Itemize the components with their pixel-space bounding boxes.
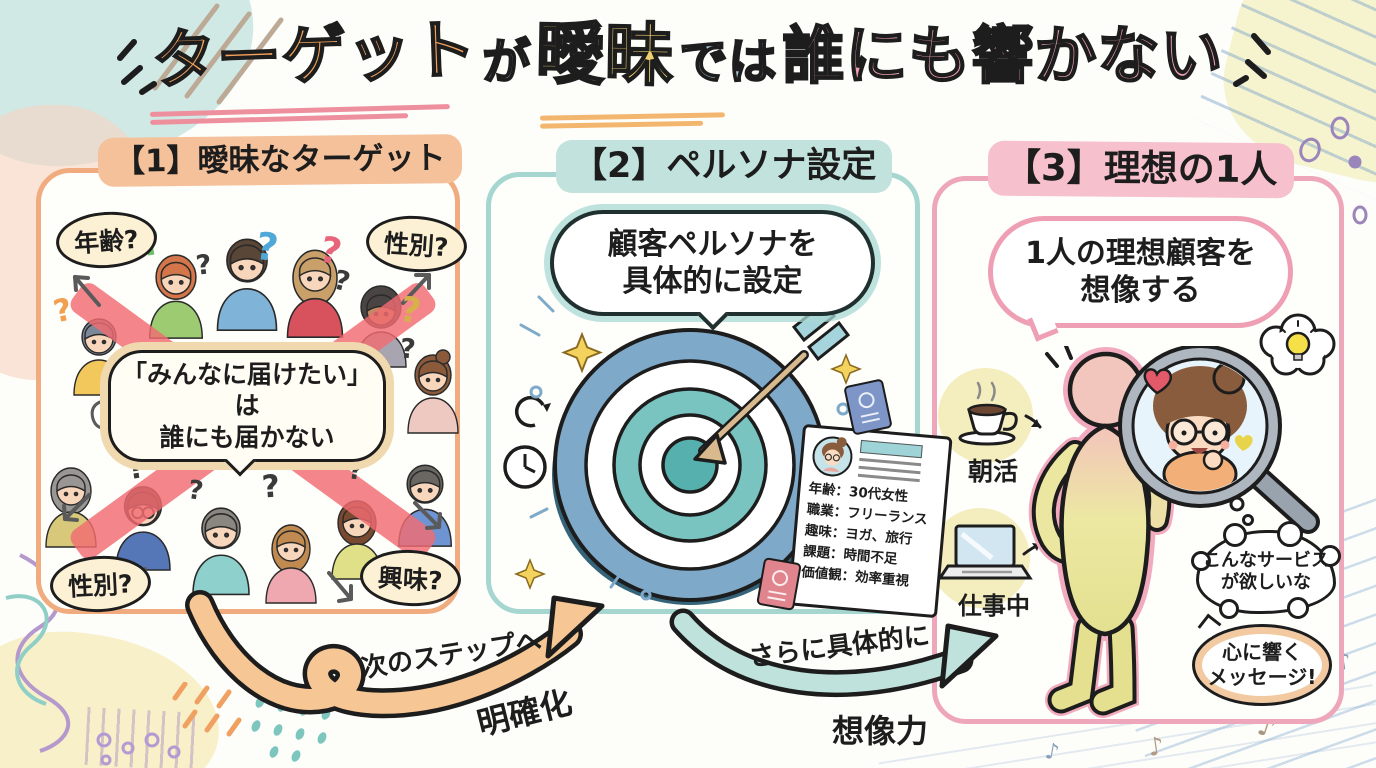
question-mark: ?: [398, 333, 417, 366]
message-text-line: 心に響く: [1222, 640, 1302, 664]
panel2-header: 【2】ペルソナ設定: [556, 140, 893, 193]
flow-arrow-1: [185, 590, 605, 719]
title-speedlines-left: [117, 39, 157, 95]
panel3-header: 【3】理想の1人: [987, 140, 1294, 199]
lightbulb-cloud-icon: [1259, 313, 1336, 376]
title-segment: ターゲット: [150, 12, 480, 99]
heart-icon: [1143, 368, 1173, 395]
bubble-text-line: 顧客ペルソナを: [607, 226, 818, 262]
title-underline-orange: [539, 112, 725, 129]
bubble-text-line: 具体的に設定: [622, 264, 803, 299]
speech-bubble-panel3: 1人の理想顧客を 想像する: [988, 216, 1293, 342]
question-mark: ?: [260, 468, 282, 506]
persona-woman-face: [1153, 361, 1253, 491]
title-segment: 曖昧: [535, 14, 677, 98]
message-text-line: メッセージ!: [1207, 665, 1317, 689]
coffee-label: 朝活: [968, 457, 1019, 486]
clock-icon: [503, 395, 551, 489]
bubble-text-line: 1人の理想顧客を: [1025, 235, 1256, 271]
title-segment: が: [481, 34, 532, 90]
bubble-text-line: 「みんなに届けたい」は: [121, 360, 372, 421]
flow2-label-bottom: 想像力: [832, 712, 929, 750]
persona-avatar: [812, 436, 853, 477]
page-title: ターゲット が 曖昧 では 誰にも響かない: [0, 12, 1376, 99]
dart-arrow: [693, 300, 851, 465]
orange-dashes: [172, 682, 242, 737]
persona-card: 年齢：30代女性 職業：フリーランス 趣味：ヨガ、旅行 課題：時間不足 価値観：…: [787, 423, 953, 619]
panel1-header: 【1】曖昧なターゲット: [97, 134, 462, 187]
coffee-cup-icon: [958, 381, 1042, 446]
laptop-label: 仕事中: [958, 592, 1030, 620]
bubble-text-line: 想像する: [1080, 273, 1201, 308]
thought-text-line: が欲しいな: [1221, 572, 1311, 593]
title-speedlines-right: [1233, 33, 1271, 87]
title-segment: では: [678, 34, 778, 90]
question-mark: ?: [194, 249, 214, 282]
teal-squiggle: [5, 594, 49, 706]
speech-bubble-panel1: 「みんなに届けたい」は 誰にも届かない: [108, 350, 386, 477]
thought-bubble-service: こんなサービス が欲しいな: [1191, 521, 1341, 619]
laptop-icon: [937, 524, 1041, 580]
purple-rings: [96, 732, 181, 766]
silhouette-magnifier-illustration: [1028, 346, 1320, 718]
speech-bubble-panel2: 顧客ペルソナを 具体的に設定: [550, 210, 875, 331]
card-header-bar: [859, 439, 923, 459]
bubble-text-line: 誰にも届かない: [159, 422, 335, 452]
thought-text-line: こんなサービス: [1203, 549, 1329, 571]
flow-arrow-2: [669, 608, 999, 698]
tan-diagonal-lines: [152, 3, 284, 105]
target-illustration: [503, 237, 863, 605]
speech-bubble-message: 心に響く メッセージ!: [1192, 613, 1332, 706]
title-segment: 誰にも響かない: [781, 19, 1224, 92]
